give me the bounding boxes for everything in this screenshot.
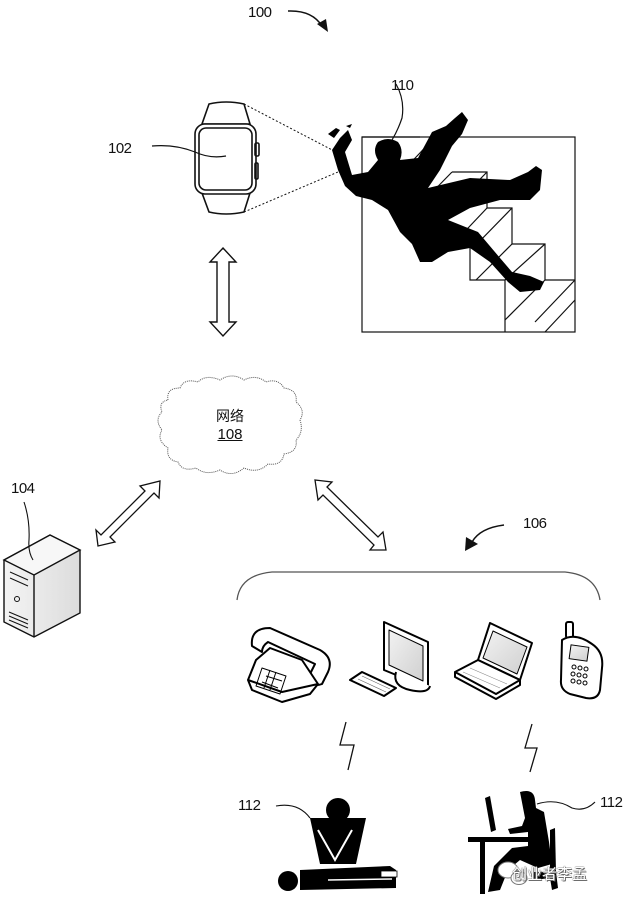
wireless-signal-icon: [524, 723, 538, 773]
network-ref: 108: [217, 426, 243, 443]
leader-110: [391, 83, 404, 141]
responders-brace: [236, 571, 601, 601]
label-responder-right: 112: [600, 794, 623, 811]
figure-ref-arrow: [287, 10, 328, 32]
leader-112-left: [275, 804, 311, 819]
leader-112-right: [536, 801, 596, 810]
desk-phone-icon: [247, 627, 331, 703]
label-fall-event: 110: [391, 77, 414, 94]
laptop-icon: [454, 622, 533, 700]
label-wearable-device: 102: [108, 140, 132, 157]
label-responder-left: 112: [238, 797, 261, 814]
double-arrow-network-server: [95, 480, 161, 547]
double-arrow-watch-network: [208, 246, 238, 338]
label-responders: 106: [523, 515, 547, 532]
server-icon: [2, 501, 82, 638]
cpr-responder-icon: [278, 798, 398, 891]
wireless-signal-icon: [339, 721, 355, 771]
responders-ref-arrow: [465, 524, 505, 551]
figure-number: 100: [248, 4, 272, 21]
mobile-phone-icon: [559, 621, 604, 700]
network-cloud: [157, 375, 303, 474]
falling-person-icon: [328, 112, 544, 292]
watermark-text: 创业者李孟: [512, 865, 588, 883]
desktop-computer-icon: [349, 621, 431, 697]
wechat-logo-icon: [497, 861, 528, 885]
double-arrow-network-responders: [314, 479, 387, 551]
network-name: 网络: [216, 409, 244, 425]
label-server: 104: [11, 480, 35, 497]
detection-lines: [243, 103, 339, 213]
network-label: 网络 108: [200, 408, 260, 444]
smartwatch-icon: [151, 101, 260, 215]
